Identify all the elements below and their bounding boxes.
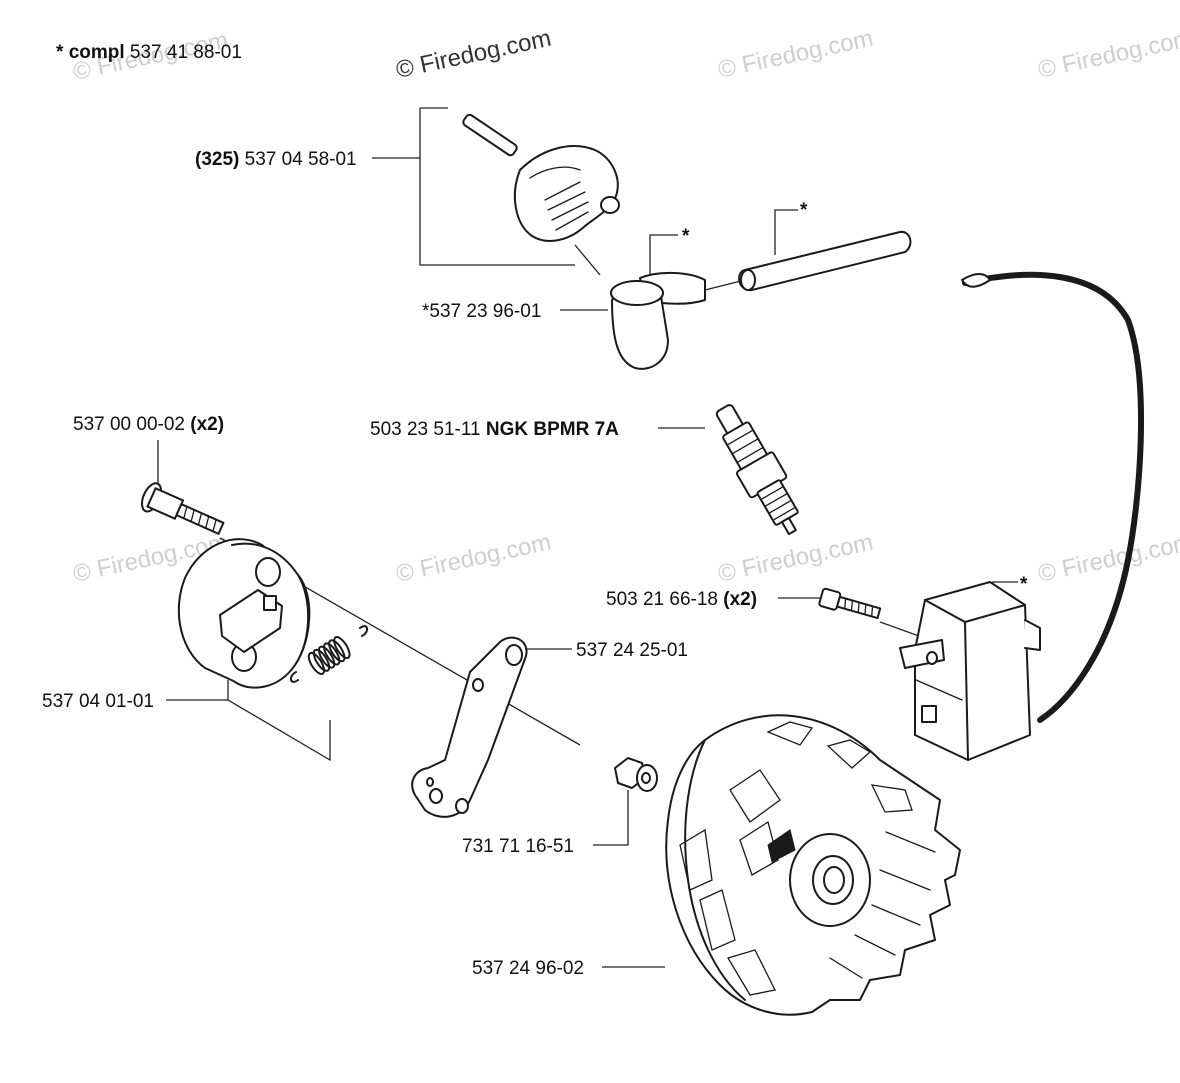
spark-plug [658, 404, 799, 536]
label-bracket: 537 24 25-01 [576, 640, 688, 661]
ignition-coil: * [899, 574, 1041, 761]
ht-lead-tube: * [738, 200, 912, 292]
clutch-housing [166, 538, 331, 762]
plug-boot: * [560, 226, 746, 370]
spring [290, 625, 368, 683]
watermark: © Firedog.com [1036, 25, 1180, 84]
watermark: © Firedog.com [716, 529, 876, 588]
nut [593, 757, 658, 846]
label-nut: 731 71 16-51 [462, 836, 574, 857]
watermark: © Firedog.com [716, 25, 876, 84]
label-coil-screw: 503 21 66-18 (x2) [606, 589, 757, 610]
label-boot: *537 23 96-01 [422, 301, 541, 322]
spark-plug-cap [372, 107, 620, 276]
label-cap: (325) 537 04 58-01 [195, 149, 357, 170]
label-screw-top: 537 00 00-02 (x2) [73, 414, 224, 435]
bracket [411, 636, 572, 818]
star-boot: * [682, 226, 690, 247]
watermark: © Firedog.com [1036, 529, 1180, 588]
label-clutch: 537 04 01-01 [42, 691, 154, 712]
star-coil: * [1020, 574, 1028, 595]
star-lead: * [800, 200, 808, 221]
compl-header: * compl 537 41 88-01 [56, 42, 242, 63]
flywheel [602, 714, 961, 1016]
label-spark-plug: 503 23 51-11 NGK BPMR 7A [370, 419, 619, 440]
coil-screw [778, 587, 931, 641]
watermark: © Firedog.com [394, 529, 554, 588]
screw-top [141, 440, 581, 746]
watermark-main: © Firedog.com [394, 25, 554, 84]
label-flywheel: 537 24 96-02 [472, 958, 584, 979]
